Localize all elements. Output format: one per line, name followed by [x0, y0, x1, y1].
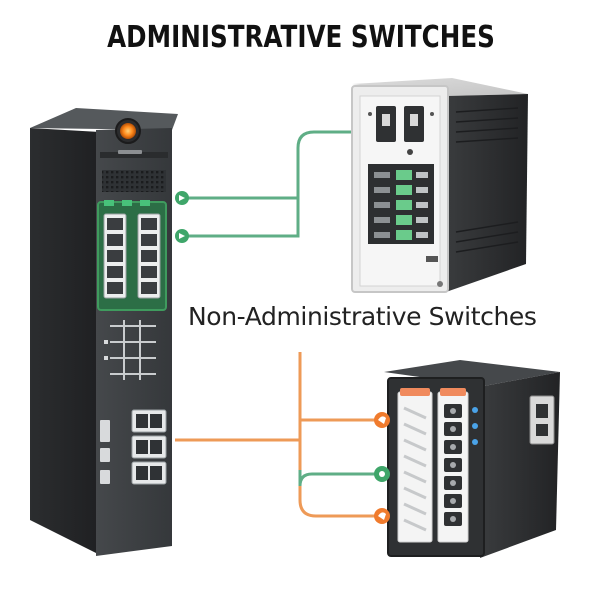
green-connection-lines: [182, 130, 362, 238]
ethernet-ports-lower: [100, 409, 167, 485]
green-connection-lines-lower: [298, 470, 384, 487]
breaker-switches: [368, 106, 434, 142]
cabinet-module-left: [397, 388, 433, 543]
side-breaker: [529, 395, 555, 445]
hand-bullet-icon: [374, 508, 390, 524]
arrow-bullet-icon: [175, 229, 189, 243]
page-title: ADMINISTRATIVE SWITCHES: [107, 20, 495, 55]
hand-bullet-icon: [374, 412, 390, 428]
cabinet-module-right: [437, 388, 469, 543]
arrow-bullet-icon: [374, 466, 390, 482]
lower-switch-cabinet: [384, 360, 560, 558]
status-indicator-bars: [110, 320, 156, 380]
upper-switch-cabinet: [351, 78, 528, 293]
orange-connection-lines: [175, 352, 384, 518]
arrow-bullet-icon: [175, 191, 189, 205]
power-indicator-icon: [115, 118, 141, 144]
managed-port-panel: [97, 200, 167, 311]
administrative-tower-switch: [30, 108, 189, 556]
non-administrative-switches-label: Non-Administrative Switches: [188, 302, 537, 331]
status-leds: [472, 407, 478, 445]
cabinet-port-rack: [368, 164, 434, 244]
